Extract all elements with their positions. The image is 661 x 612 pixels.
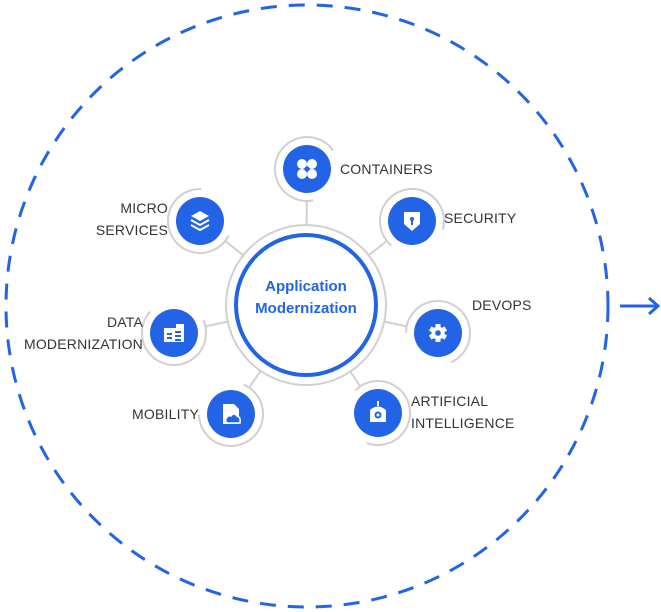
label-line: DATA <box>106 314 143 330</box>
center-title: Application Modernization <box>236 276 376 320</box>
label-data: DATA MODERNIZATION <box>24 311 143 355</box>
mobile-cloud-icon <box>223 404 241 424</box>
node-containers[interactable] <box>274 136 334 202</box>
label-containers: CONTAINERS <box>340 158 433 180</box>
gear-icon <box>428 324 448 342</box>
node-security[interactable] <box>379 188 445 247</box>
center-title-line1: Application <box>265 278 347 295</box>
node-arc <box>405 300 471 364</box>
data-building-icon <box>164 324 184 342</box>
center-title-line2: Modernization <box>255 300 357 317</box>
node-arc <box>198 383 264 447</box>
label-line: SECURITY <box>444 210 517 226</box>
label-micro: MICRO SERVICES <box>96 197 168 241</box>
shield-icon <box>404 212 420 231</box>
label-line: DEVOPS <box>472 297 532 313</box>
layers-icon <box>190 211 210 232</box>
connector-data <box>205 320 228 328</box>
robot-icon <box>370 401 386 422</box>
label-security: SECURITY <box>444 207 516 229</box>
connector-devops <box>384 320 407 328</box>
node-arc <box>274 136 334 202</box>
label-line: SERVICES <box>95 222 168 238</box>
node-arc <box>379 188 445 247</box>
connector-micro <box>224 240 244 257</box>
node-data[interactable] <box>141 309 207 366</box>
connector-ai <box>349 371 362 387</box>
label-line: MOBILITY <box>132 406 199 422</box>
label-line: MICRO <box>120 200 168 216</box>
node-arc <box>167 188 230 254</box>
node-mobility[interactable] <box>198 383 264 447</box>
outer-dashed-circle <box>4 3 610 609</box>
node-micro[interactable] <box>167 188 230 254</box>
grid-icon <box>297 159 317 179</box>
label-mobility: MOBILITY <box>132 403 199 425</box>
label-line: CONTAINERS <box>340 161 433 177</box>
label-line: INTELLIGENCE <box>411 415 515 431</box>
label-devops: DEVOPS <box>472 294 532 316</box>
node-arc <box>354 380 411 446</box>
connector-mobility <box>248 370 262 389</box>
arrow-right-icon <box>620 296 661 316</box>
center-inner-ring <box>234 233 378 377</box>
label-line: ARTIFICIAL <box>411 393 489 409</box>
node-ai[interactable] <box>354 380 411 446</box>
node-devops[interactable] <box>405 300 471 364</box>
label-ai: ARTIFICIAL INTELLIGENCE <box>411 390 515 434</box>
connector-security <box>368 240 388 257</box>
label-line: MODERNIZATION <box>23 336 143 352</box>
node-arc <box>141 310 207 366</box>
